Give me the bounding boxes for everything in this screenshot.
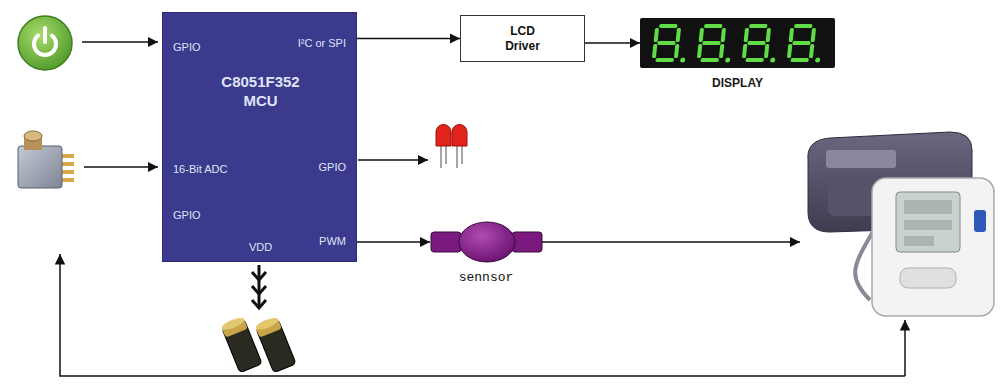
signal-arrow <box>82 41 158 43</box>
signal-arrow <box>358 159 428 161</box>
pin-label: I²C or SPI <box>298 37 346 50</box>
connector-arrow <box>357 241 430 243</box>
node-label: sennsor <box>459 270 514 286</box>
pin-label: 16-Bit ADC <box>173 163 227 176</box>
pin-label: PWM <box>319 235 346 248</box>
power-arrows <box>252 265 266 308</box>
feedback-line <box>60 254 905 376</box>
driver-box: LCD Driver <box>460 15 585 62</box>
pin-label: GPIO <box>318 161 346 174</box>
pin-label: VDD <box>231 241 291 254</box>
mcu-chip: GPIO I²C or SPI C8051F352 MCU 16-Bit ADC GPI… <box>162 12 357 262</box>
sensor-symbol <box>431 222 542 262</box>
signal-arrow <box>84 166 158 168</box>
connector-arrow <box>585 42 640 44</box>
connector-arrow <box>357 38 460 40</box>
feedback-line <box>904 320 906 376</box>
led-pair <box>436 125 467 169</box>
battery-pair <box>220 316 296 373</box>
power-button <box>18 16 72 70</box>
pin-label: C8051F352 MCU <box>211 73 311 111</box>
signal-arrow <box>542 241 800 243</box>
node-label: LCD Driver <box>493 24 553 54</box>
blood-pressure-monitor <box>808 132 994 316</box>
pin-label: GPIO <box>173 41 201 54</box>
pressure-sensor-icon <box>18 131 74 188</box>
display-panel: DISPLAY <box>640 18 835 90</box>
sensor-part: sennsor <box>430 220 542 286</box>
seven-segment-display <box>640 18 835 68</box>
pin-label: GPIO <box>173 209 201 222</box>
node-label: DISPLAY <box>712 76 763 90</box>
